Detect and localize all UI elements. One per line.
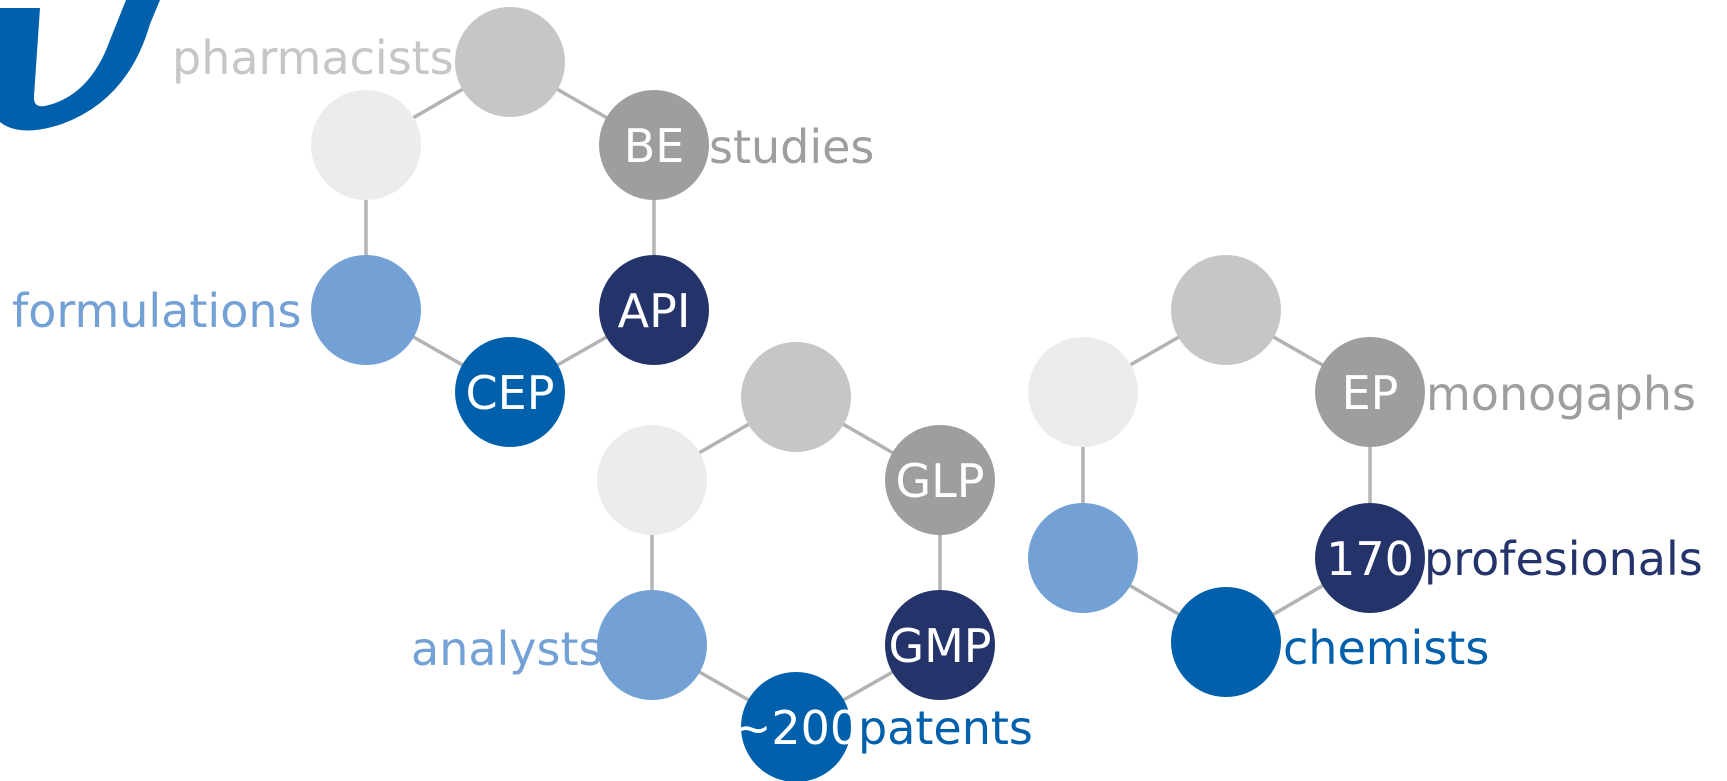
m3-lower-right-node	[1315, 503, 1425, 613]
company-logo-mark	[0, 0, 160, 131]
m2-upper-left-node	[597, 425, 707, 535]
m2-upper-right-node-text: GLP	[895, 454, 984, 508]
m2-lower-right-node	[885, 590, 995, 700]
m2-lower-left-node	[597, 590, 707, 700]
m2-bottom-node-text: ~200	[733, 701, 859, 755]
m1-upper-right-node	[599, 90, 709, 200]
studies-label: studies	[709, 120, 874, 174]
m2-top-node	[741, 342, 851, 452]
logo	[0, 0, 160, 131]
m1-upper-right-node-text: BE	[624, 119, 685, 173]
m3-upper-right-node	[1315, 337, 1425, 447]
formulations-label: formulations	[12, 284, 301, 338]
patents-label: patents	[858, 701, 1033, 755]
m2-lower-right-node-text: GMP	[888, 619, 991, 673]
m1-lower-right-node-text: API	[618, 284, 691, 338]
m3-lower-left-node	[1028, 503, 1138, 613]
m1-lower-left-node	[311, 255, 421, 365]
m3-lower-right-node-text: 170	[1326, 532, 1414, 586]
m1-bottom-node	[455, 337, 565, 447]
m2-upper-right-node	[885, 425, 995, 535]
m3-top-node	[1171, 255, 1281, 365]
m1-top-node	[455, 7, 565, 117]
m1-upper-left-node	[311, 90, 421, 200]
side-labels: pharmacists studies formulations analysts pa…	[12, 31, 1703, 755]
m3-bottom-node	[1171, 587, 1281, 697]
m2-bottom-node	[741, 672, 851, 781]
monogaphs-label: monogaphs	[1426, 367, 1696, 421]
m1-lower-right-node	[599, 255, 709, 365]
pharmacists-label: pharmacists	[172, 31, 454, 85]
chemists-label: chemists	[1283, 621, 1489, 675]
m1-bottom-node-text: CEP	[466, 366, 555, 420]
atom-nodes: BE API CEP GLP GMP ~200 EP 170	[311, 7, 1425, 781]
analysts-label: analysts	[411, 622, 603, 676]
m3-upper-left-node	[1028, 337, 1138, 447]
m3-upper-right-node-text: EP	[1342, 366, 1399, 420]
profesionals-label: profesionals	[1424, 532, 1703, 586]
